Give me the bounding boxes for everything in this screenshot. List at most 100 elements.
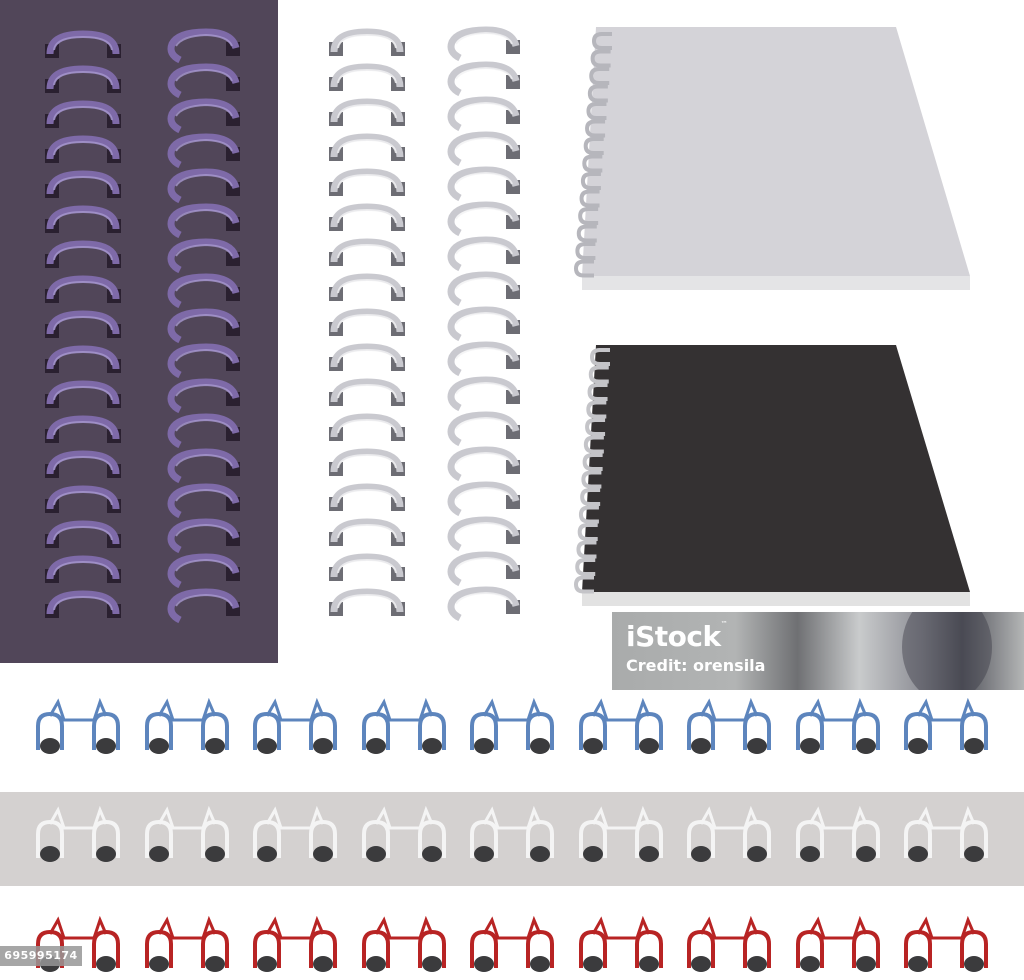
binding-ring xyxy=(328,133,406,168)
binding-ring xyxy=(44,135,122,170)
wire-binding-pair xyxy=(904,697,992,758)
spiral-ring xyxy=(583,435,604,454)
dark-notebook xyxy=(573,345,970,606)
silver-ring-column-open xyxy=(446,26,524,622)
light-notebook-spiral xyxy=(573,32,612,278)
binding-ring xyxy=(166,413,244,449)
binding-ring xyxy=(328,343,406,378)
wire-binding-pair xyxy=(253,915,341,976)
watermark-credit: Credit: orensila xyxy=(626,656,766,675)
binding-ring xyxy=(328,448,406,483)
purple-ring-column-open xyxy=(166,28,244,624)
binding-ring xyxy=(166,343,244,379)
image-id-label: 695995174 xyxy=(0,946,82,966)
binding-ring xyxy=(44,30,122,65)
binding-ring xyxy=(328,63,406,98)
wire-binding-pair xyxy=(36,697,124,758)
spiral-ring xyxy=(578,505,599,524)
spiral-ring xyxy=(585,119,606,138)
binding-ring xyxy=(328,413,406,448)
binding-ring xyxy=(328,98,406,133)
binding-ring xyxy=(328,588,406,623)
binding-ring xyxy=(446,516,524,552)
light-notebook xyxy=(573,27,970,290)
wire-binding-pair xyxy=(687,805,775,866)
wire-binding-pair xyxy=(470,805,558,866)
spiral-ring xyxy=(589,348,610,366)
binding-ring xyxy=(446,96,524,132)
binding-ring xyxy=(44,240,122,275)
spiral-ring xyxy=(576,540,597,559)
binding-ring xyxy=(446,131,524,167)
binding-ring xyxy=(44,205,122,240)
purple-ring-column-flat xyxy=(44,30,122,625)
binding-ring xyxy=(328,518,406,553)
wire-binding-pair xyxy=(578,805,667,866)
spiral-ring xyxy=(587,84,608,103)
binding-ring xyxy=(328,203,406,238)
binding-ring xyxy=(446,341,524,377)
binding-ring xyxy=(446,61,524,97)
binding-ring xyxy=(166,273,244,309)
spiral-ring xyxy=(589,67,610,85)
spiral-ring xyxy=(590,49,611,68)
spiral-ring xyxy=(577,523,598,541)
spiral-ring xyxy=(573,259,594,278)
binding-ring xyxy=(44,345,122,380)
binding-ring xyxy=(166,518,244,554)
wire-binding-pair xyxy=(687,697,775,758)
white-wire-binding-row xyxy=(0,805,1024,866)
spiral-ring xyxy=(588,365,609,384)
binding-ring xyxy=(446,376,524,412)
binding-ring xyxy=(446,481,524,517)
watermark-decorative-circle xyxy=(902,612,992,690)
spiral-ring xyxy=(582,453,603,471)
spiral-ring xyxy=(586,102,607,120)
binding-ring xyxy=(44,555,122,590)
binding-ring xyxy=(446,166,524,202)
wire-binding-pair xyxy=(470,915,558,976)
wire-binding-pair xyxy=(795,915,884,976)
spiral-ring xyxy=(575,242,596,260)
wire-binding-pair xyxy=(144,915,233,976)
binding-ring xyxy=(166,448,244,484)
spiral-ring xyxy=(581,470,602,489)
binding-ring xyxy=(44,485,122,520)
binding-ring xyxy=(44,380,122,415)
spiral-ring xyxy=(573,575,594,594)
binding-ring xyxy=(446,26,524,62)
wire-binding-pair xyxy=(795,805,884,866)
spiral-ring xyxy=(578,207,599,225)
trademark-symbol: ™ xyxy=(720,620,728,628)
binding-ring xyxy=(446,201,524,237)
binding-ring xyxy=(328,378,406,413)
binding-ring xyxy=(328,168,406,203)
binding-ring xyxy=(446,551,524,587)
binding-ring xyxy=(328,483,406,518)
spiral-ring xyxy=(586,400,607,419)
binding-ring xyxy=(166,238,244,274)
spiral-ring xyxy=(587,383,608,401)
binding-ring xyxy=(166,378,244,414)
binding-ring xyxy=(166,63,244,99)
wire-binding-pair xyxy=(36,805,124,866)
wire-binding-pair xyxy=(361,915,450,976)
binding-ring xyxy=(446,306,524,342)
blue-wire-binding-row xyxy=(0,697,1024,758)
binding-ring xyxy=(166,28,244,64)
spiral-ring xyxy=(576,224,597,243)
wire-binding-pair xyxy=(687,915,775,976)
wire-binding-pair xyxy=(470,697,558,758)
binding-ring xyxy=(44,100,122,135)
wire-binding-pair xyxy=(904,805,992,866)
wire-binding-pair xyxy=(795,697,884,758)
binding-ring xyxy=(166,98,244,134)
binding-ring xyxy=(166,553,244,589)
spiral-ring xyxy=(580,488,601,506)
wire-binding-pair xyxy=(361,805,450,866)
spiral-ring xyxy=(580,172,601,190)
binding-ring xyxy=(166,588,244,624)
binding-ring xyxy=(166,133,244,169)
wire-binding-pair xyxy=(578,915,667,976)
binding-ring xyxy=(166,168,244,204)
